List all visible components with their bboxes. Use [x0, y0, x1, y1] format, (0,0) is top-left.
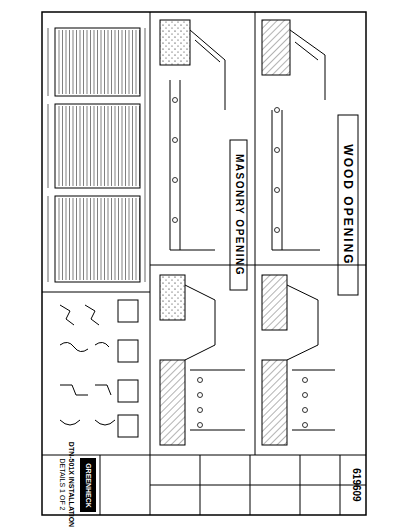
louver-blade [83, 106, 84, 186]
louver-blade [122, 30, 123, 94]
louver-blade [129, 106, 130, 186]
louver-blade [83, 198, 84, 280]
louver-blade [62, 198, 63, 280]
louver-blade [87, 106, 88, 186]
louver-blade [73, 198, 74, 280]
louver-blade [87, 198, 88, 280]
louver-blade [97, 198, 98, 280]
section-heading: WOOD OPENING [342, 144, 354, 265]
louver-blade [108, 106, 109, 186]
louver-blade [66, 198, 67, 280]
louver-blade [115, 198, 116, 280]
louver-blade [125, 106, 126, 186]
louver-blade [104, 106, 105, 186]
louver-blade [94, 30, 95, 94]
louver-blade [59, 198, 60, 280]
fastener [173, 98, 178, 103]
sheet-number: DETAILS 1 OF 2 [59, 458, 66, 510]
louver-blade [132, 30, 133, 94]
louver-blade [83, 30, 84, 94]
louver-blade [108, 198, 109, 280]
drawing-number: 619609 [351, 468, 361, 501]
louver-blade [69, 30, 70, 94]
louver-blade [73, 30, 74, 94]
louver-blade [66, 106, 67, 186]
louver-blade [76, 198, 77, 280]
louver-blade [76, 106, 77, 186]
louver-blade [115, 30, 116, 94]
louver-blade [129, 198, 130, 280]
louver-blade [111, 198, 112, 280]
louver-blade [136, 106, 137, 186]
louver-blade [111, 30, 112, 94]
louver-blade [59, 30, 60, 94]
louver-blade [97, 30, 98, 94]
louver-blade [115, 106, 116, 186]
louver-blade [87, 30, 88, 94]
louver-blade [118, 198, 119, 280]
fastener [173, 178, 178, 183]
louver-blade [139, 30, 140, 94]
louver-blade [80, 30, 81, 94]
louver-blade [90, 198, 91, 280]
louver-blade [122, 106, 123, 186]
louver-blade [69, 106, 70, 186]
fastener [173, 218, 178, 223]
louver-blade [125, 30, 126, 94]
drawing-title: DTN-501X INSTALLATION [69, 441, 76, 526]
fastener [198, 423, 203, 428]
fastener [173, 138, 178, 143]
louver-blade [97, 106, 98, 186]
section-heading: MASONRY OPENING [234, 154, 244, 276]
fastener [303, 423, 308, 428]
louver-blade [101, 30, 102, 94]
louver-blade [125, 198, 126, 280]
fastener [275, 108, 280, 113]
louver-blade [139, 198, 140, 280]
fastener [303, 393, 308, 398]
louver-blade [66, 30, 67, 94]
company-logo: GREENHECK [84, 463, 91, 508]
louver-blade [73, 106, 74, 186]
fastener [275, 188, 280, 193]
louver-blade [90, 30, 91, 94]
louver-blade [94, 198, 95, 280]
fastener [198, 408, 203, 413]
louver-blade [122, 198, 123, 280]
louver-blade [101, 198, 102, 280]
louver-blade [132, 198, 133, 280]
fastener [275, 148, 280, 153]
louver-blade [129, 30, 130, 94]
louver-blade [80, 106, 81, 186]
louver-blade [132, 106, 133, 186]
fastener [275, 228, 280, 233]
louver-blade [94, 106, 95, 186]
louver-blade [104, 198, 105, 280]
louver-blade [104, 30, 105, 94]
louver-blade [80, 198, 81, 280]
louver-blade [69, 198, 70, 280]
fastener [303, 378, 308, 383]
fastener [303, 408, 308, 413]
louver-blade [62, 106, 63, 186]
louver-blade [118, 30, 119, 94]
louver-blade [101, 106, 102, 186]
louver-blade [90, 106, 91, 186]
louver-blade [118, 106, 119, 186]
louver-blade [59, 106, 60, 186]
fastener [198, 393, 203, 398]
louver-blade [62, 30, 63, 94]
louver-blade [111, 106, 112, 186]
louver-blade [136, 198, 137, 280]
louver-blade [76, 30, 77, 94]
fastener [198, 378, 203, 383]
louver-blade [108, 30, 109, 94]
louver-blade [139, 106, 140, 186]
louver-blade [136, 30, 137, 94]
